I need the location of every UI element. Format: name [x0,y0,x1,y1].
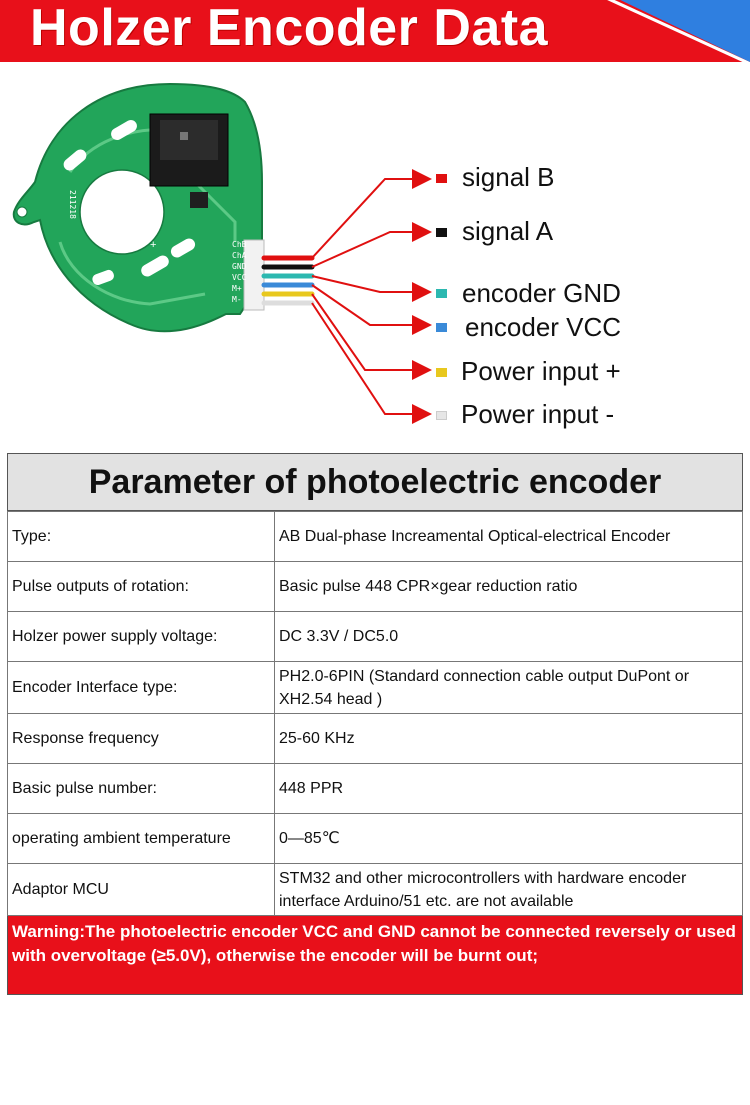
pin-label-cha: ChA [232,251,247,260]
param-value: 0—85℃ [274,813,743,864]
param-name: Adaptor MCU [7,863,275,916]
param-value: AB Dual-phase Increamental Optical-elect… [274,511,743,562]
param-value: 448 PPR [274,763,743,814]
param-value: Basic pulse 448 CPR×gear reduction ratio [274,561,743,612]
wire-label-power-minus: Power input - [461,399,615,429]
table-title-bar: Parameter of photoelectric encoder [7,453,743,511]
table-row: Adaptor MCU STM32 and other microcontrol… [7,863,743,916]
arrow-power-plus [311,293,432,380]
pin-label-mplus: M+ [232,284,242,293]
param-value: 25-60 KHz [274,713,743,764]
pcb-board: ChB ChA GND VCC M+ M- + 448CPR 211218 [12,82,265,333]
table-row: Encoder Interface type: PH2.0-6PIN (Stan… [7,661,743,714]
parameter-grid: Type: AB Dual-phase Increamental Optical… [7,511,743,916]
silkscreen-model: 448CPR [84,192,93,221]
arrow-encoder-gnd [311,275,432,302]
banner-red-band [0,0,750,62]
pin-label-mminus: M- [232,295,242,304]
swatch-encoder-vcc [436,323,447,332]
board-diagram: ChB ChA GND VCC M+ M- + 448CPR 211218 [12,82,432,424]
pin-label-gnd: GND [232,262,247,271]
header-banner: Holzer Encoder Data [0,0,750,62]
pin-label-chb: ChB [232,240,247,249]
swatch-power-plus [436,368,447,377]
table-row: Response frequency 25-60 KHz [7,713,743,764]
silkscreen-date: 211218 [68,190,77,219]
arrow-power-minus [311,302,432,424]
cable-bundle [261,255,315,306]
plus-mark: + [150,239,156,251]
table-row: Basic pulse number: 448 PPR [7,763,743,814]
swatch-encoder-gnd [436,289,447,298]
wire-label-power-plus: Power input + [461,356,621,386]
arrow-signal-a [311,222,432,268]
warning-banner: Warning:The photoelectric encoder VCC an… [7,916,743,995]
param-name: operating ambient temperature [7,813,275,864]
arrow-signal-b [311,169,432,259]
table-title: Parameter of photoelectric encoder [88,462,662,501]
arrow-encoder-vcc [311,284,432,335]
parameter-table: Parameter of photoelectric encoder Type:… [7,453,743,995]
swatch-power-minus [436,411,447,420]
table-row: Pulse outputs of rotation: Basic pulse 4… [7,561,743,612]
encoder-board-illustration: ChB ChA GND VCC M+ M- + 448CPR 211218 [0,62,750,450]
wire-label-encoder-vcc: encoder VCC [465,312,622,342]
param-value: STM32 and other microcontrollers with ha… [274,863,743,916]
wire-label-signal-a: signal A [462,216,554,246]
param-name: Holzer power supply voltage: [7,611,275,662]
param-value: DC 3.3V / DC5.0 [274,611,743,662]
wire-label-signal-b: signal B [462,162,555,192]
param-name: Basic pulse number: [7,763,275,814]
param-name: Encoder Interface type: [7,661,275,714]
pin-label-vcc: VCC [232,273,247,282]
table-row: operating ambient temperature 0—85℃ [7,813,743,864]
table-row: Type: AB Dual-phase Increamental Optical… [7,511,743,562]
param-name: Type: [7,511,275,562]
swatch-signal-b [436,174,447,183]
swatch-signal-a [436,228,447,237]
param-value: PH2.0-6PIN (Standard connection cable ou… [274,661,743,714]
leader-arrows [311,169,432,424]
page-title: Holzer Encoder Data [30,0,549,57]
table-row: Holzer power supply voltage: DC 3.3V / D… [7,611,743,662]
wire-label-encoder-gnd: encoder GND [462,278,621,308]
param-name: Response frequency [7,713,275,764]
param-name: Pulse outputs of rotation: [7,561,275,612]
